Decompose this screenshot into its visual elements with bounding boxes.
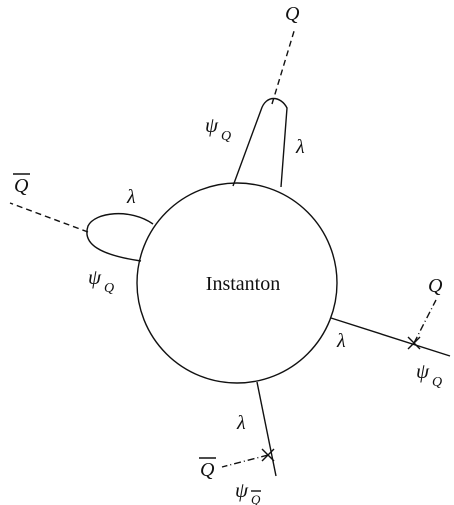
svg-text:ψ: ψ [205,113,219,137]
right-lambda-label: λ [336,330,346,352]
svg-text:Q: Q [251,492,261,505]
left-psi-label: ψ Q [88,265,114,296]
left-lambda-label: λ [126,186,136,208]
bottom-qbar-dashdot-line [221,454,269,468]
svg-text:ψ: ψ [88,265,102,289]
svg-text:Q: Q [14,175,29,197]
top-q-label: Q [285,3,300,25]
bottom-qbar-label: Q [199,457,216,481]
svg-text:Q: Q [200,459,215,481]
right-psi-label: ψ Q [416,359,442,390]
bottom-lambda-label: λ [236,412,246,434]
left-loop [86,212,154,262]
svg-text:Q: Q [432,375,442,390]
bottom-lambda-line [256,381,277,477]
instanton-circle [136,182,338,384]
top-q-dashed-line [271,27,296,105]
right-q-dashdot-line [413,299,437,344]
left-qbar-label: Q [13,173,30,197]
top-lambda-label: λ [295,136,305,158]
svg-text:ψ: ψ [235,478,249,502]
right-q-label: Q [428,275,443,297]
top-loop [232,97,288,188]
bottom-psi-label: ψ Q [235,478,261,505]
svg-text:Q: Q [221,129,231,144]
left-qbar-dashed-line [9,202,89,233]
instanton-label: Instanton [206,273,280,295]
right-lambda-line [330,317,451,357]
svg-text:Q: Q [104,281,114,296]
top-psi-label: ψ Q [205,113,231,144]
svg-text:ψ: ψ [416,359,430,383]
